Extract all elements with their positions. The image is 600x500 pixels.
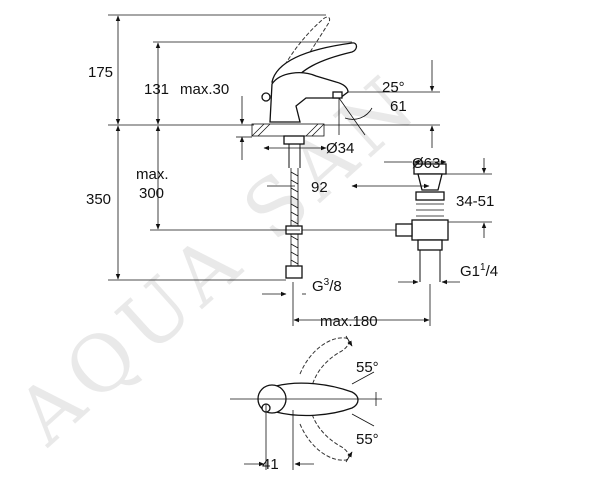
- label-g38: G3/8: [312, 277, 342, 295]
- aerator: [332, 91, 343, 99]
- label-max30: max.30: [180, 81, 229, 98]
- lever-pivot: [261, 92, 271, 102]
- label-g114: G11/4: [460, 262, 498, 280]
- faucet-side-view: [251, 16, 358, 279]
- lever-raised-outline: [281, 16, 331, 75]
- label-dia63: Ø63: [412, 155, 440, 172]
- lever-swing-top: [299, 337, 350, 387]
- label-61: 61: [390, 98, 407, 115]
- label-350: 350: [86, 191, 111, 208]
- label-34-51: 34-51: [456, 193, 494, 210]
- label-175: 175: [88, 64, 113, 81]
- label-angle-top: 55°: [356, 359, 379, 376]
- dimension-lines: [108, 14, 492, 326]
- label-max300-line1: max.: [136, 166, 169, 183]
- label-41: 41: [262, 456, 279, 473]
- label-angle-spout: 25°: [382, 79, 405, 96]
- label-max180: max.180: [320, 313, 378, 330]
- dimension-labels: 175 131 max.30 25° 61 Ø34 Ø63 max. 300 9…: [86, 64, 498, 473]
- popup-waste: [302, 163, 449, 282]
- label-angle-bottom: 55°: [356, 431, 379, 448]
- faucet-body: [269, 72, 349, 123]
- lever-swing-bottom: [299, 413, 350, 461]
- watermark: AQUA SAN: [0, 56, 437, 463]
- label-131: 131: [144, 81, 169, 98]
- label-dia34: Ø34: [326, 140, 354, 157]
- faucet-top-view: [230, 335, 382, 470]
- fixing-nut: [283, 135, 305, 145]
- label-max300-line2: 300: [139, 185, 164, 202]
- label-92: 92: [311, 179, 328, 196]
